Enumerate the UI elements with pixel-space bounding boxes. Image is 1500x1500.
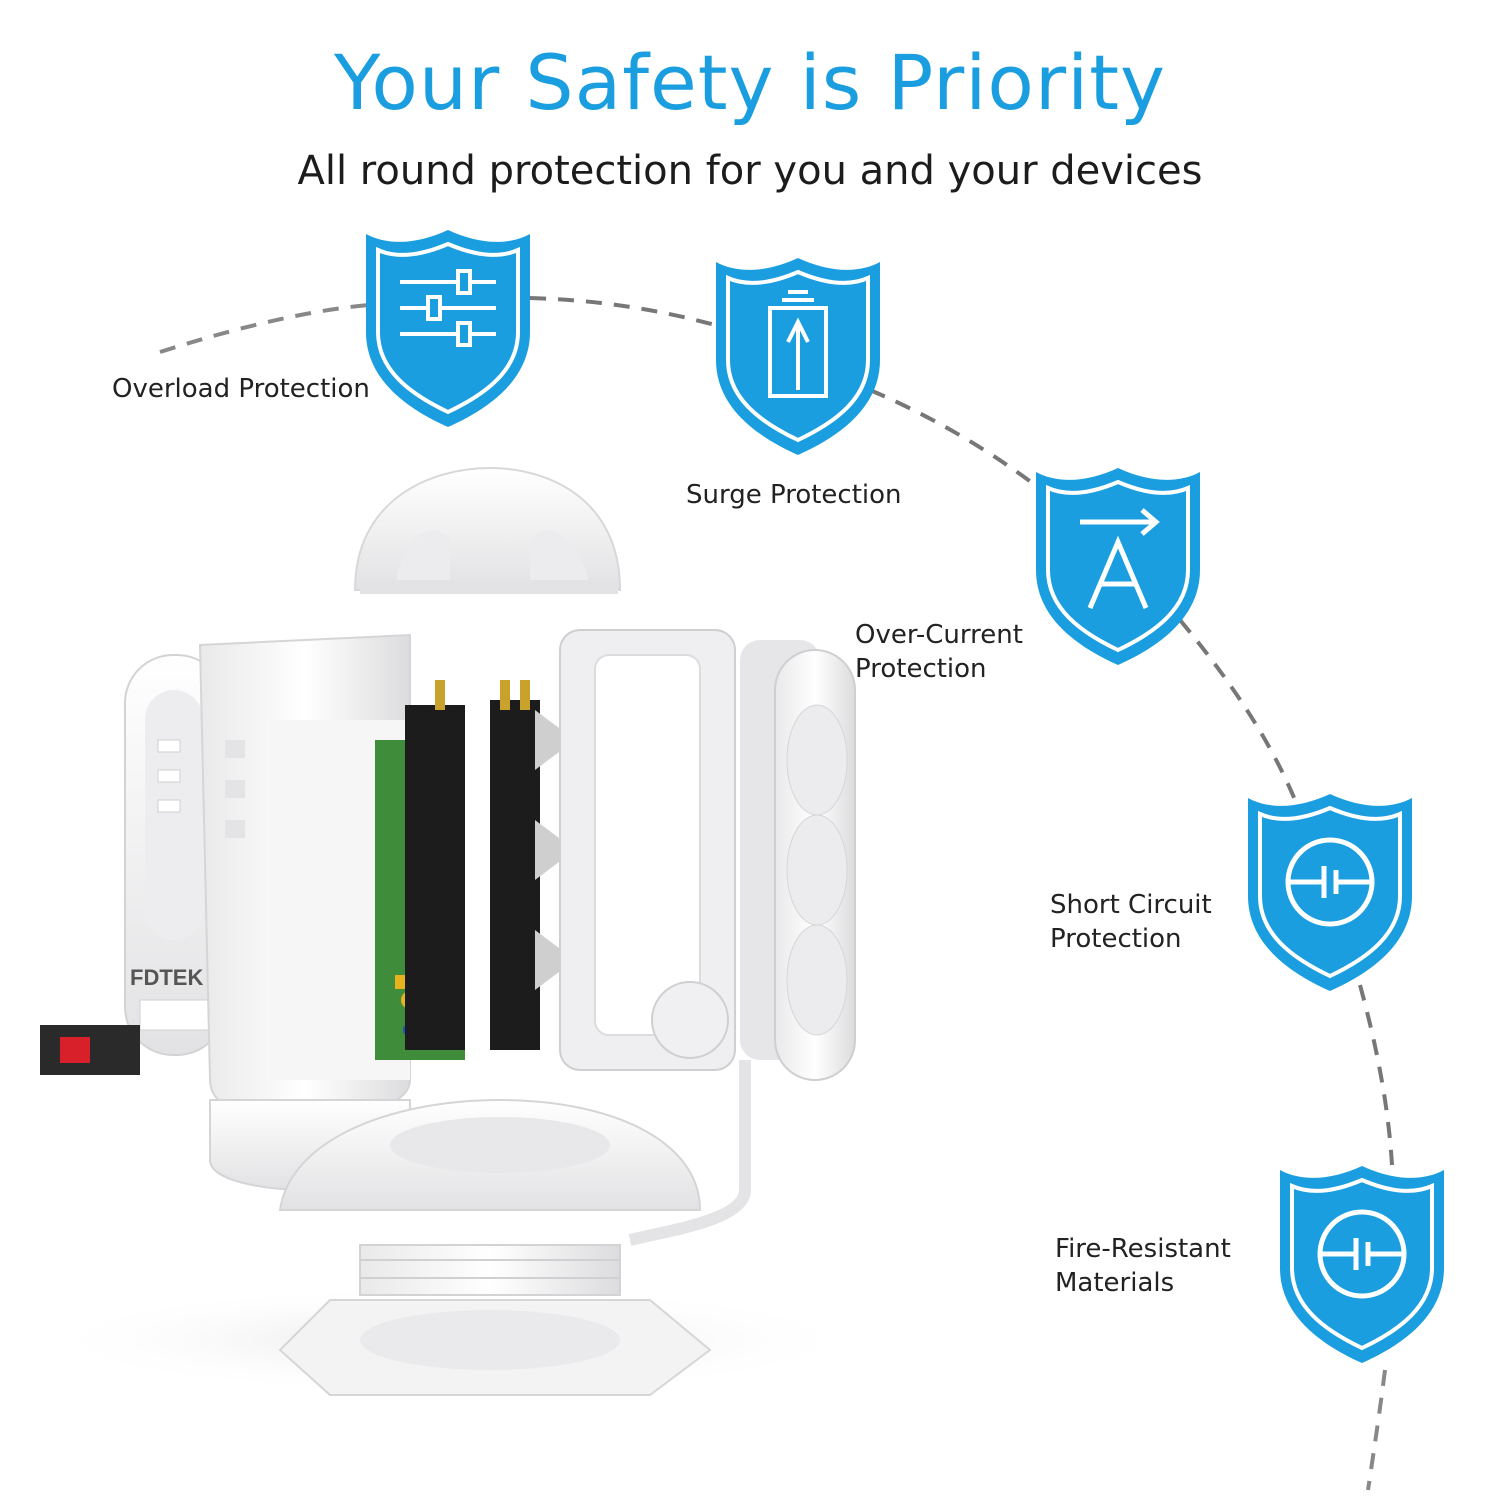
brand-logo: FDTEK bbox=[130, 965, 203, 990]
page-title: Your Safety is Priority bbox=[333, 38, 1167, 127]
over-current-shield-icon bbox=[1036, 468, 1200, 665]
surge-shield-icon bbox=[716, 258, 880, 455]
feature-label-short-circuit: Short Circuit Protection bbox=[1050, 890, 1212, 954]
feature-label-over-current: Over-Current Protection bbox=[855, 620, 1023, 684]
page-subtitle: All round protection for you and your de… bbox=[297, 148, 1203, 194]
overload-shield-icon bbox=[366, 230, 530, 427]
exploded-power-tower-image: FDTEK bbox=[30, 466, 870, 1396]
feature-label-fire-resistant: Fire-Resistant Materials bbox=[1055, 1234, 1231, 1298]
feature-label-surge: Surge Protection bbox=[686, 480, 902, 510]
short-circuit-shield-icon bbox=[1248, 794, 1412, 991]
feature-label-overload: Overload Protection bbox=[112, 374, 370, 404]
fire-resistant-shield-icon bbox=[1280, 1166, 1444, 1363]
